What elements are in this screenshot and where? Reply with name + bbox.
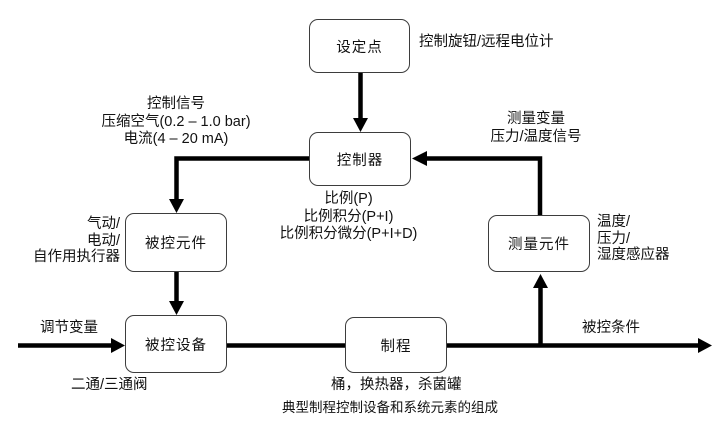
- node-final-control-element: 被控元件: [125, 213, 227, 272]
- arrow-measuring-to-controller-line: [426, 156, 543, 216]
- arrowhead-outlet: [698, 338, 712, 353]
- label-sensor-types-line1: 温度/: [597, 214, 631, 230]
- arrow-controller-to-final-element-line: [174, 156, 309, 201]
- node-final-control-element-label: 被控元件: [145, 236, 207, 252]
- node-process-label: 制程: [380, 338, 412, 355]
- arrowhead-into-final-element: [169, 199, 184, 213]
- arrowhead-into-measuring: [533, 274, 548, 288]
- node-controller-label: 控制器: [336, 152, 384, 169]
- label-controller-modes: 比例(P) 比例积分(P+I) 比例积分微分(P+I+D): [246, 191, 451, 244]
- node-setpoint-label: 设定点: [336, 39, 383, 56]
- label-sensor-types-line2: 压力/: [597, 230, 631, 247]
- diagram-caption: 典型制程控制设备和系统元素的组成: [282, 400, 498, 415]
- node-measuring-element-label: 测量元件: [508, 237, 570, 253]
- label-setpoint-note: 控制旋钮/远程电位计: [419, 34, 554, 50]
- label-manipulated-variable: 调节变量: [40, 320, 98, 336]
- label-actuator-types-line3: 自作用执行器: [33, 249, 120, 265]
- label-valve-types: 二通/三通阀: [71, 377, 148, 393]
- arrowhead-into-controller-top: [353, 118, 368, 132]
- label-control-signal-line3: 电流(4 – 20 mA): [123, 131, 229, 147]
- arrowhead-into-device-left: [111, 338, 125, 353]
- label-control-signal: 控制信号 压缩空气(0.2 – 1.0 bar) 电流(4 – 20 mA): [86, 96, 266, 149]
- node-setpoint: 设定点: [309, 19, 410, 73]
- label-sensor-types-line3: 湿度感应器: [597, 247, 670, 263]
- label-control-signal-line2: 压缩空气(0.2 – 1.0 bar): [101, 113, 251, 130]
- label-controller-modes-line3: 比例积分微分(P+I+D): [279, 226, 418, 242]
- label-actuator-types-line1: 气动/: [86, 216, 120, 232]
- label-actuator-types-line2: 电动/: [86, 232, 120, 249]
- label-sensor-types: 温度/ 压力/ 湿度感应器: [597, 214, 712, 264]
- node-controller: 控制器: [309, 132, 411, 186]
- arrowhead-into-device-top: [169, 301, 184, 315]
- node-controlled-device: 被控设备: [125, 315, 227, 373]
- label-measured-variable-line2: 压力/温度信号: [490, 128, 582, 145]
- node-process: 制程: [345, 317, 447, 373]
- label-controller-modes-line2: 比例积分(P+I): [303, 208, 394, 225]
- label-controlled-condition: 被控条件: [582, 320, 640, 336]
- node-measuring-element: 测量元件: [488, 215, 590, 272]
- node-controlled-device-label: 被控设备: [145, 337, 207, 354]
- label-controller-modes-line1: 比例(P): [324, 191, 373, 207]
- label-measured-variable-line1: 测量变量: [507, 111, 565, 127]
- label-actuator-types: 气动/ 电动/ 自作用执行器: [15, 216, 120, 266]
- arrowhead-into-controller-right: [412, 151, 427, 166]
- label-measured-variable: 测量变量 压力/温度信号: [461, 111, 611, 146]
- label-process-examples: 桶，换热器，杀菌罐: [331, 377, 462, 393]
- label-control-signal-line1: 控制信号: [147, 96, 205, 112]
